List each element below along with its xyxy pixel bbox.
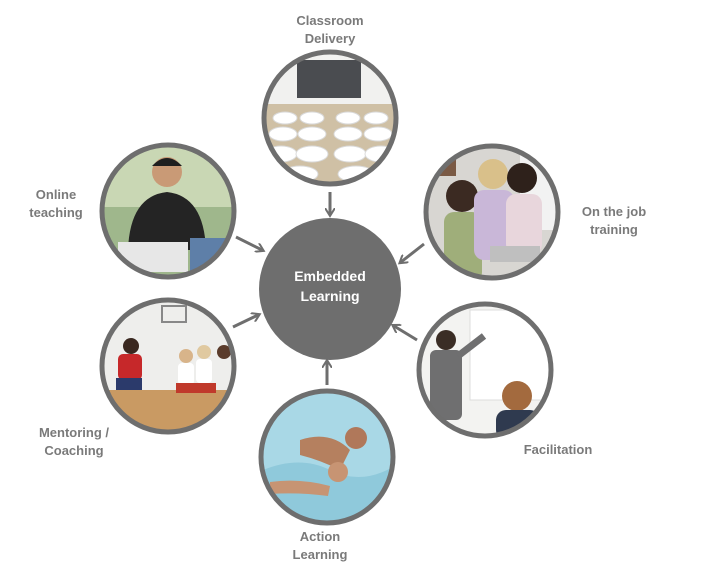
label-classroom: Classroom Delivery	[282, 12, 378, 48]
node-online-image	[104, 147, 232, 275]
arrow-on-the-job	[401, 244, 424, 262]
node-action-image	[263, 393, 391, 521]
label-mentoring: Mentoring / Coaching	[22, 424, 126, 460]
label-online: Online teaching	[8, 186, 104, 222]
label-facilitation: Facilitation	[506, 441, 610, 459]
label-on-the-job: On the job training	[566, 203, 662, 239]
node-mentoring-image	[104, 302, 232, 430]
arrow-online	[236, 237, 262, 250]
hub-label: Embedded Learning	[264, 266, 396, 306]
arrow-mentoring	[233, 315, 258, 327]
label-action: Action Learning	[272, 528, 368, 564]
arrow-facilitation	[394, 326, 417, 340]
